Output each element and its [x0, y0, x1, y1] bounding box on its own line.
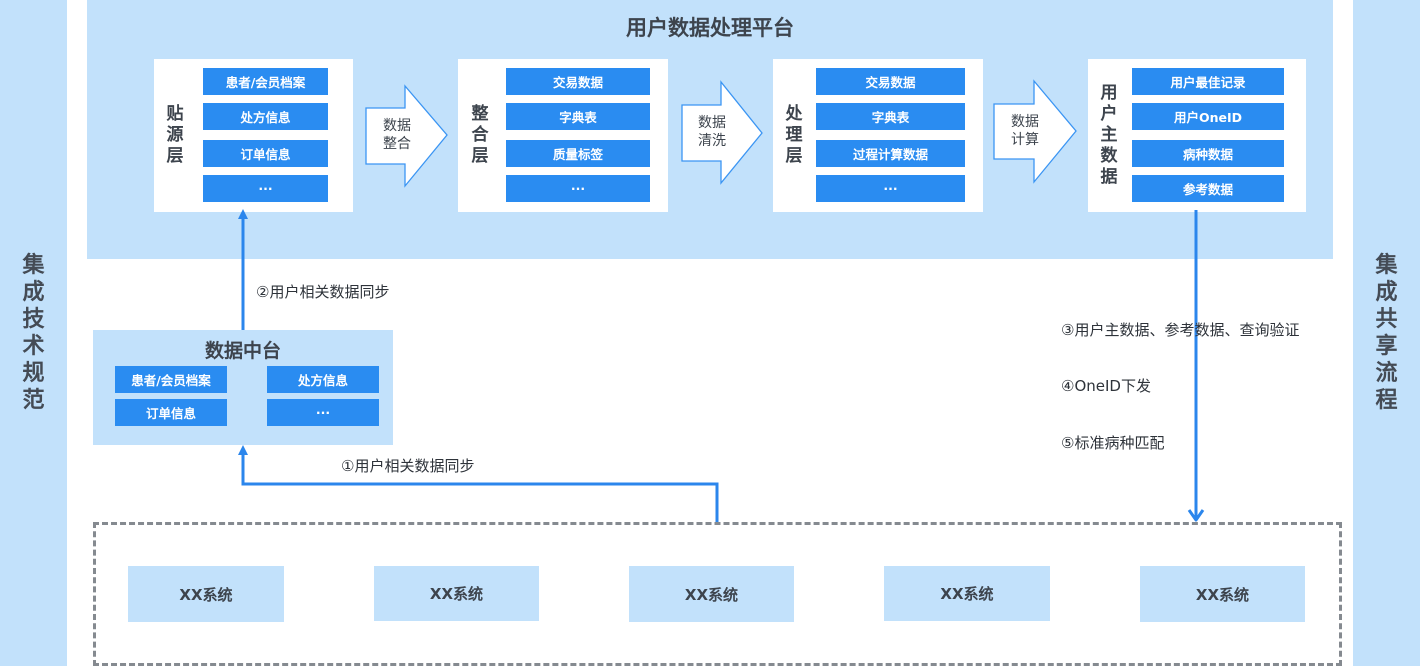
layer-label-char: 贴: [166, 104, 184, 124]
layer-label-master-data: 用 户 主 数 据: [1094, 59, 1124, 212]
layer-item: 处方信息: [203, 103, 328, 130]
left-band-char: 范: [22, 388, 45, 413]
right-band-char: 集: [1375, 253, 1398, 278]
layer-label-char: 层: [166, 146, 184, 166]
step-label-2: ②用户相关数据同步: [256, 283, 390, 301]
left-band-char: 术: [22, 334, 45, 359]
layer-label-char: 层: [785, 146, 803, 166]
layer-label-source: 贴 源 层: [160, 59, 190, 212]
data-center-item: 患者/会员档案: [115, 366, 227, 393]
step-label-4: ④OneID下发: [1061, 377, 1151, 395]
layer-label-processing: 处 理 层: [779, 59, 809, 212]
right-band-char: 程: [1375, 388, 1398, 413]
left-band-char: 成: [22, 280, 45, 305]
flow-arrow-line: 数据: [383, 118, 411, 134]
layer-label-integration: 整 合 层: [465, 59, 495, 212]
left-band-char: 规: [22, 361, 45, 386]
layer-label-char: 整: [471, 104, 489, 124]
layer-item: 字典表: [816, 103, 965, 130]
layer-label-char: 合: [471, 125, 489, 145]
data-center-item: 订单信息: [115, 399, 227, 426]
right-side-band: 集 成 共 享 流 程: [1353, 0, 1420, 666]
right-band-char: 成: [1375, 280, 1398, 305]
layer-label-char: 理: [785, 125, 803, 145]
arrow-head-up: [238, 209, 248, 219]
system-box: XX系统: [1140, 566, 1305, 622]
left-band-char: 集: [22, 253, 45, 278]
flow-chevron-arrow: [681, 80, 763, 185]
layer-item: 订单信息: [203, 140, 328, 167]
layer-label-char: 户: [1100, 104, 1118, 124]
data-center-item: 处方信息: [267, 366, 379, 393]
layer-item: 患者/会员档案: [203, 68, 328, 95]
layer-item: 病种数据: [1132, 140, 1284, 167]
flow-arrow-line: 数据: [1011, 114, 1039, 130]
flow-arrow-line: 清洗: [698, 133, 726, 149]
flow-arrow-line: 数据: [698, 115, 726, 131]
layer-item: 过程计算数据: [816, 140, 965, 167]
flow-chevron-arrow: [993, 79, 1077, 184]
layer-label-char: 主: [1100, 125, 1118, 145]
flow-arrow-label: 数据 计算: [995, 113, 1055, 149]
layer-label-char: 用: [1100, 83, 1118, 103]
system-box: XX系统: [629, 566, 794, 622]
flow-arrow-line: 整合: [383, 136, 411, 152]
flow-arrow-line: 计算: [1011, 132, 1039, 148]
step-label-1: ①用户相关数据同步: [341, 457, 475, 475]
layer-item: 交易数据: [506, 68, 650, 95]
step-label-3: ③用户主数据、参考数据、查询验证: [1061, 321, 1300, 339]
platform-title: 用户数据处理平台: [626, 16, 794, 40]
layer-item: 字典表: [506, 103, 650, 130]
layer-item: 参考数据: [1132, 175, 1284, 202]
flow-arrow-label: 数据 清洗: [682, 114, 742, 150]
flow-arrow-label: 数据 整合: [367, 117, 427, 153]
left-side-band: 集 成 技 术 规 范: [0, 0, 67, 666]
right-band-char: 共: [1375, 307, 1398, 332]
layer-item: ···: [203, 175, 328, 202]
system-box: XX系统: [128, 566, 284, 622]
layer-item: ···: [816, 175, 965, 202]
data-center-title: 数据中台: [204, 340, 281, 362]
layer-label-char: 数: [1100, 146, 1118, 166]
system-box: XX系统: [374, 566, 539, 621]
right-band-char: 流: [1375, 361, 1398, 386]
system-box: XX系统: [884, 566, 1050, 621]
left-band-char: 技: [22, 307, 45, 332]
layer-label-char: 据: [1100, 167, 1118, 187]
step-label-5: ⑤标准病种匹配: [1061, 434, 1165, 452]
layer-item: 质量标签: [506, 140, 650, 167]
layer-label-char: 源: [166, 125, 184, 145]
arrow-head-up: [238, 445, 248, 455]
layer-item: 用户最佳记录: [1132, 68, 1284, 95]
right-band-char: 享: [1375, 334, 1398, 359]
arrow-head-down: [1187, 509, 1205, 522]
layer-label-char: 层: [471, 146, 489, 166]
sync-arrow-line: [241, 452, 719, 522]
systems-zone: [93, 522, 1342, 666]
layer-label-char: 处: [785, 104, 803, 124]
layer-item: 用户OneID: [1132, 103, 1284, 130]
layer-item: 交易数据: [816, 68, 965, 95]
data-center-item: ···: [267, 399, 379, 426]
layer-item: ···: [506, 175, 650, 202]
flow-chevron-arrow: [365, 84, 448, 188]
